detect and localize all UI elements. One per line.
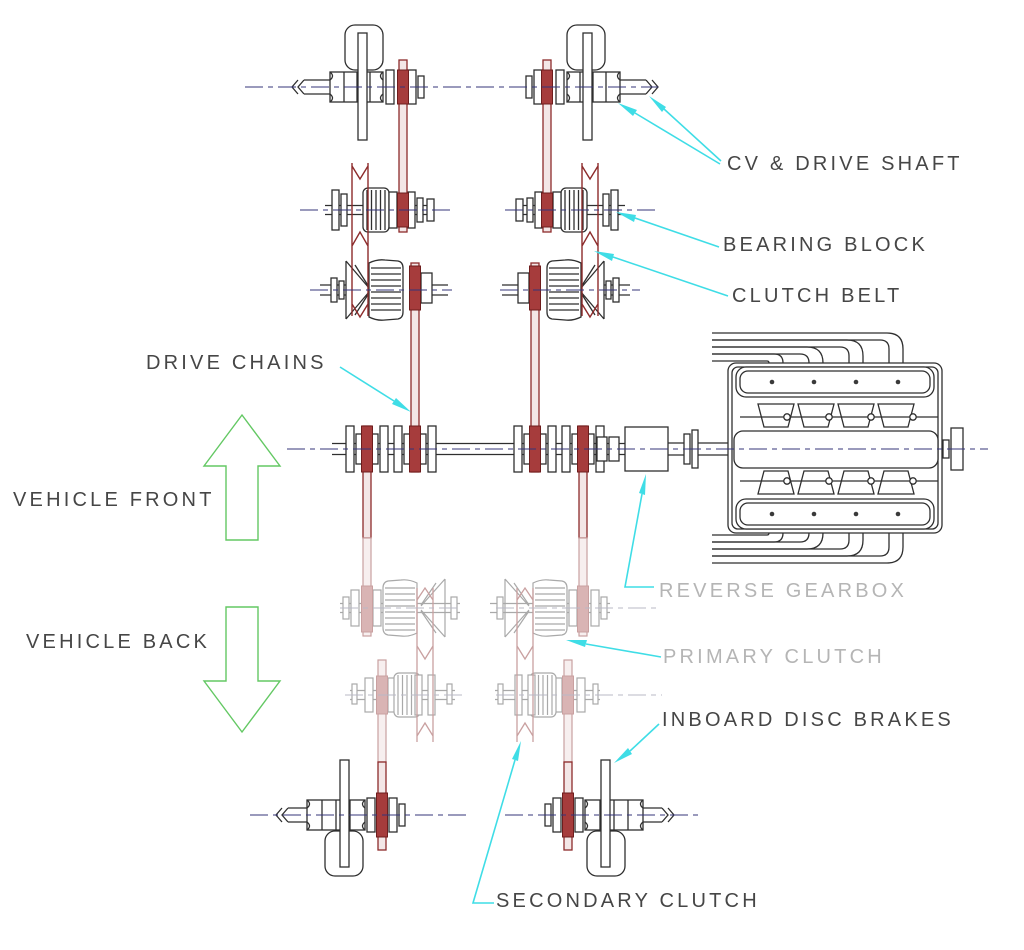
- brake-rotor-icon: [600, 759, 611, 868]
- label-drive-chains: DRIVE CHAINS: [146, 352, 327, 374]
- label-primary-clutch: PRIMARY CLUTCH: [663, 646, 885, 668]
- engine: [712, 332, 964, 564]
- vehicle-front-arrow-icon: [202, 413, 282, 541]
- intake-runners-icon: [740, 470, 938, 495]
- label-vehicle-back: VEHICLE BACK: [26, 631, 211, 653]
- label-inboard-disc-brakes: INBOARD DISC BRAKES: [662, 709, 954, 731]
- leader-clutch-belt: [594, 251, 729, 297]
- leader-reverse-gearbox: [624, 474, 654, 588]
- label-secondary-clutch: SECONDARY CLUTCH: [496, 890, 760, 912]
- intake-runners-icon: [740, 403, 938, 428]
- leader-bearing-block: [616, 212, 720, 248]
- valve-cover-icon: [735, 366, 935, 398]
- leader-drive-chains: [339, 366, 411, 412]
- brake-rotor-icon: [339, 759, 350, 868]
- label-reverse-gearbox: REVERSE GEARBOX: [659, 580, 908, 602]
- label-cv-drive-shaft: CV & DRIVE SHAFT: [727, 153, 963, 175]
- label-bearing-block: BEARING BLOCK: [723, 234, 928, 256]
- centerlines: [245, 86, 988, 816]
- label-vehicle-front: VEHICLE FRONT: [13, 489, 215, 511]
- vehicle-back-arrow-icon: [202, 606, 282, 734]
- valve-cover-icon: [735, 498, 935, 530]
- leader-primary-clutch: [566, 640, 662, 658]
- label-clutch-belt: CLUTCH BELT: [732, 285, 903, 307]
- leader-cv-drive-shaft: [618, 96, 722, 165]
- leader-inboard-disc-brakes: [614, 723, 660, 763]
- clutch-belts: [351, 163, 599, 742]
- leader-secondary-clutch: [471, 741, 521, 904]
